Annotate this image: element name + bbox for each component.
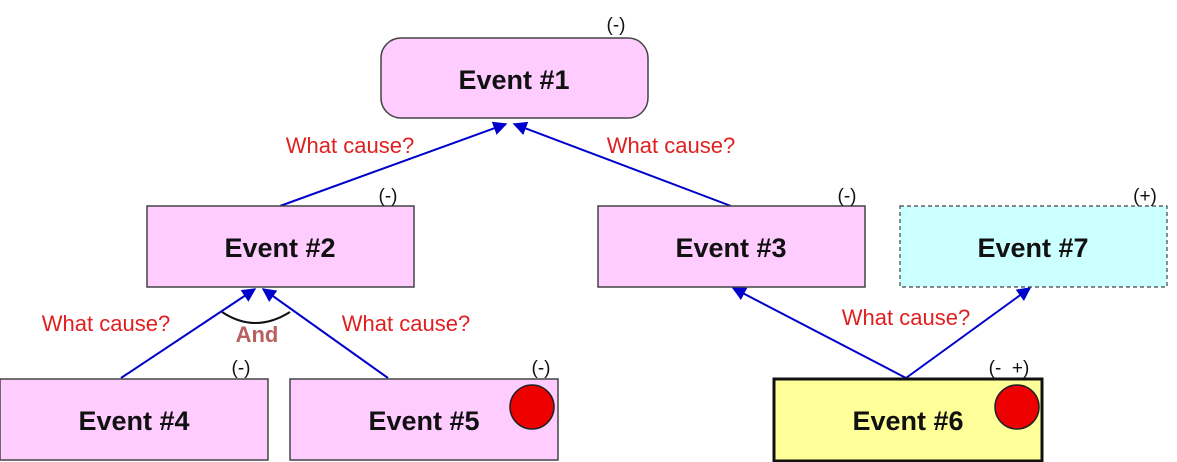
- event-node-5[interactable]: Event #5: [289, 378, 559, 461]
- event-node-2[interactable]: Event #2: [146, 205, 415, 288]
- event-4-sign: (-): [232, 358, 251, 379]
- event-node-6[interactable]: Event #6: [772, 377, 1044, 462]
- arrows: [120, 121, 1032, 379]
- arrow-e4-to-e2: [120, 288, 257, 379]
- arrow-e6-to-e7: [905, 287, 1032, 379]
- event-5-label: Event #5: [368, 406, 479, 436]
- arrow-e5-to-e2: [261, 288, 389, 379]
- and-gate-arc: [221, 311, 291, 324]
- event-node-4[interactable]: Event #4: [0, 378, 269, 461]
- event-6-sign: (- +): [989, 358, 1030, 379]
- question-e2-e1: What cause?: [286, 133, 414, 158]
- event-node-7[interactable]: Event #7: [899, 205, 1168, 288]
- event-1-sign: (-): [607, 15, 626, 36]
- event-node-1[interactable]: Event #1: [380, 37, 649, 119]
- event-4-label: Event #4: [78, 406, 189, 436]
- arrow-e3-to-e1: [512, 121, 732, 207]
- event-5-sign: (-): [532, 358, 551, 379]
- question-e5-e2: What cause?: [342, 311, 470, 336]
- event-3-sign: (-): [838, 186, 857, 207]
- event-2-sign: (-): [379, 186, 398, 207]
- question-e4-e2: What cause?: [42, 311, 170, 336]
- event-node-3[interactable]: Event #3: [597, 205, 866, 288]
- arrow-e6-to-e3: [731, 287, 907, 379]
- event-6-label: Event #6: [852, 406, 963, 436]
- event-7-sign: (+): [1133, 186, 1157, 207]
- arrow-e2-to-e1: [279, 121, 508, 207]
- event-2-label: Event #2: [224, 233, 335, 263]
- question-e3-e1: What cause?: [607, 133, 735, 158]
- event-6-red-marker: [994, 384, 1040, 430]
- event-7-label: Event #7: [977, 233, 1088, 263]
- event-5-red-marker: [509, 384, 555, 430]
- event-3-label: Event #3: [675, 233, 786, 263]
- question-e6: What cause?: [842, 305, 970, 330]
- and-gate-label: And: [236, 322, 279, 347]
- event-1-label: Event #1: [458, 65, 569, 95]
